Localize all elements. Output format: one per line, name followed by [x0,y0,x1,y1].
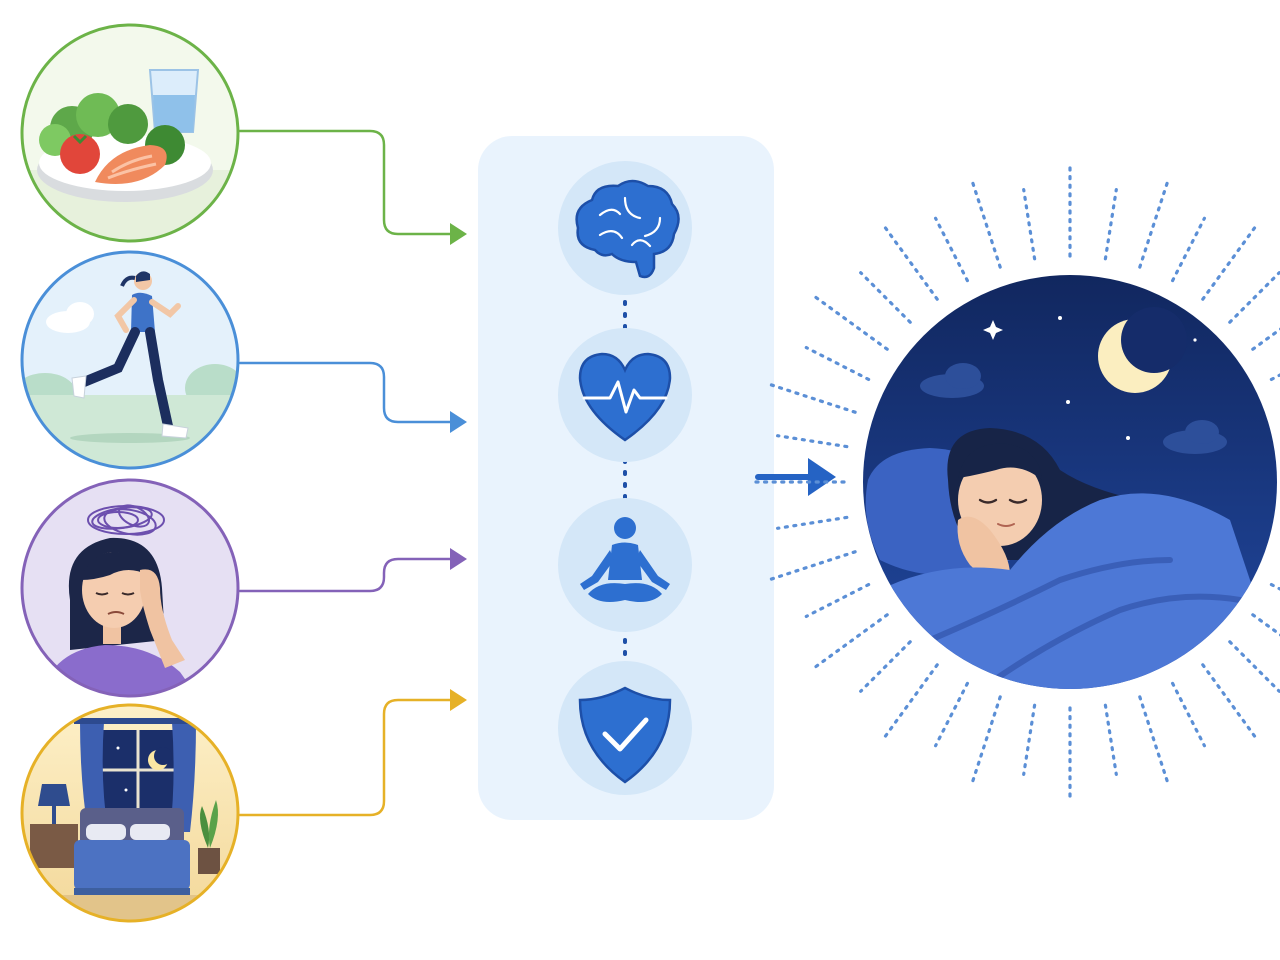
sleep-ray [933,681,970,748]
sleep-ray [765,382,857,414]
heart-factor [558,328,692,462]
sleep-ray [881,663,939,741]
sleep-ray [933,216,970,283]
sleep-ray [1022,703,1037,777]
exercise-connector [238,361,454,424]
diet-arrowhead [450,223,467,245]
brain-icon [575,179,680,279]
meditation-icon [580,517,670,602]
sleep-ray [1170,681,1207,748]
sleep-ray [1138,178,1170,269]
sleep-ray [859,640,912,693]
sleep-ray [1251,613,1280,637]
meditation-factor [558,498,692,632]
sleep-rays [750,162,1280,802]
outcome-arrow [755,458,836,496]
sleep-ray [1170,216,1207,283]
sleep-ray [811,293,889,351]
sleep-ray [1269,582,1280,591]
sleep-ray [804,346,871,381]
sleep-ray [881,223,939,301]
sleep-ray [1228,640,1280,693]
heartbeat-icon [578,352,672,442]
sleep-ray [1269,373,1280,381]
brain-factor [558,161,692,295]
sleep-ray [811,613,889,671]
shield-check-icon [578,686,672,784]
factors-panel [478,136,774,820]
environment-connector [238,698,454,817]
sleep-ray [775,515,849,530]
sleep-ray [775,434,849,449]
sleep-ray [1228,271,1280,324]
sleep-ray [1022,188,1037,261]
stress-connector [238,557,454,593]
sleep-ray [1201,223,1259,301]
environment-arrowhead [450,689,467,711]
environment-circle [20,703,240,923]
sleep-ray [1138,695,1170,787]
diet-connector [238,129,454,236]
connector-arrowheads [450,223,467,711]
sleep-outcome-circle [857,269,1280,695]
sleep-ray [804,582,871,619]
exercise-circle [20,250,240,470]
sleep-ray [859,271,912,324]
sleep-ray [1103,703,1118,777]
shield-factor [558,661,692,795]
diet-circle [20,23,240,243]
sleep-ray [1103,188,1118,261]
sleep-ray [1251,327,1280,351]
exercise-arrowhead [450,411,467,433]
sleep-ray [970,695,1002,787]
sleep-ray [1201,663,1259,741]
sleep-ray [765,550,857,582]
stress-arrowhead [450,548,467,570]
bedroom-icon [22,718,238,921]
sleep-ray [970,178,1002,269]
stress-circle [20,478,240,698]
connectors [238,129,454,817]
sleeping-woman-icon [865,307,1277,689]
